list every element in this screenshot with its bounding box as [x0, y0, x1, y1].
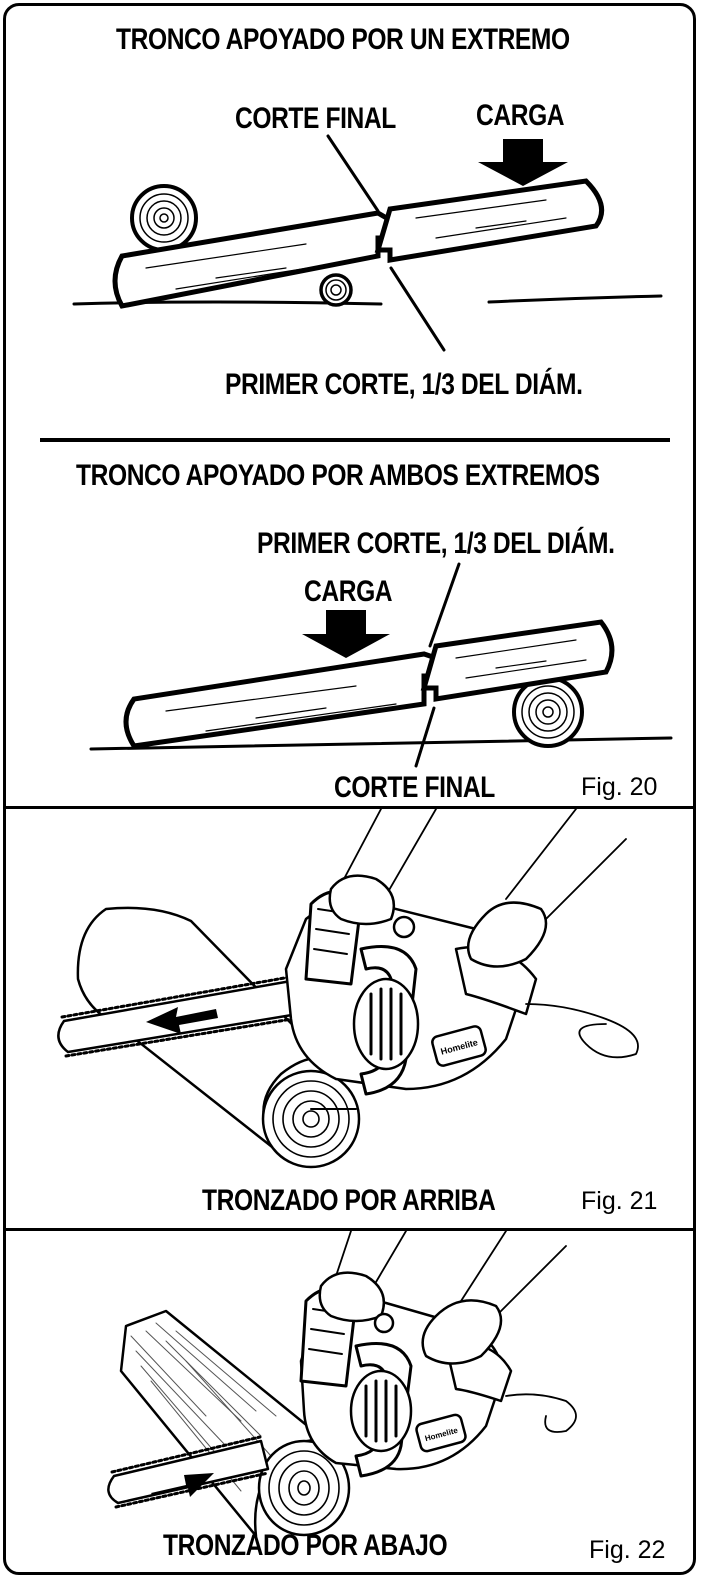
ground-line-right — [487, 294, 663, 304]
right-arm — [460, 1231, 567, 1317]
final-cut-label: CORTE FINAL — [334, 771, 495, 804]
first-cut-leader — [428, 562, 461, 648]
both-ends-diagram — [89, 562, 673, 768]
support-log-end-right — [512, 676, 584, 748]
final-cut-leader — [414, 706, 436, 768]
ground-line — [89, 736, 673, 751]
underbuck-caption: TRONZADO POR ABAJO — [163, 1529, 448, 1562]
pivot-log — [319, 273, 353, 307]
figure-20-panel: TRONCO APOYADO POR UN EXTREMO CORTE FINA… — [6, 6, 693, 806]
overbuck-caption: TRONZADO POR ARRIBA — [202, 1184, 496, 1217]
figure-number: Fig. 22 — [589, 1536, 666, 1564]
log-support-diagrams — [72, 134, 673, 768]
bark-texture — [130, 1322, 277, 1492]
right-arm — [505, 809, 627, 920]
first-cut-label: PRIMER CORTE, 1/3 DEL DIÁM. — [225, 368, 583, 401]
power-cord — [505, 1393, 577, 1433]
log-end-rings — [257, 1439, 351, 1537]
figure-21-panel: Homelite TRONZADO POR ARRIBA Fig. 21 — [6, 806, 693, 1231]
figure-22-panel: Homelite TRONZADO POR ABAJO Fig. 22 — [6, 1228, 693, 1572]
saw-chain — [60, 975, 300, 1058]
final-cut-label: CORTE FINAL — [235, 102, 396, 135]
manual-page-frame: TRONCO APOYADO POR UN EXTREMO CORTE FINA… — [3, 3, 696, 1575]
load-label: CARGA — [304, 575, 393, 608]
right-glove — [421, 1299, 503, 1365]
section-divider — [40, 438, 670, 442]
power-cord — [525, 1003, 639, 1059]
log-right-section — [374, 178, 605, 263]
first-cut-leader — [389, 266, 446, 352]
brand-badge — [431, 1025, 487, 1067]
both-ends-title: TRONCO APOYADO POR AMBOS EXTREMOS — [76, 459, 600, 492]
overbuck-illustration: Homelite — [57, 809, 639, 1169]
load-label: CARGA — [476, 99, 565, 132]
figure-number: Fig. 21 — [581, 1187, 658, 1215]
log-end-rings — [261, 1069, 361, 1169]
one-end-title: TRONCO APOYADO POR UN EXTREMO — [116, 23, 570, 56]
underbuck-illustration: Homelite — [107, 1231, 577, 1538]
final-cut-leader — [326, 134, 380, 213]
load-arrow-two — [302, 610, 390, 658]
cut-direction-arrow — [146, 1007, 218, 1034]
left-glove — [328, 874, 396, 926]
figure-number: Fig. 20 — [581, 773, 658, 801]
log-left-section — [123, 651, 439, 749]
left-glove — [318, 1271, 386, 1323]
brand-badge — [415, 1413, 467, 1453]
guide-bar — [57, 979, 300, 1054]
guide-bar — [107, 1439, 270, 1505]
wood-grain — [145, 199, 567, 290]
one-end-diagram — [72, 134, 663, 352]
first-cut-label: PRIMER CORTE, 1/3 DEL DIÁM. — [257, 527, 615, 560]
load-arrow-one — [478, 139, 568, 186]
support-log-end — [130, 184, 198, 252]
cut-direction-arrow — [151, 1473, 214, 1497]
wood-grain — [165, 639, 587, 732]
right-glove — [466, 901, 548, 968]
